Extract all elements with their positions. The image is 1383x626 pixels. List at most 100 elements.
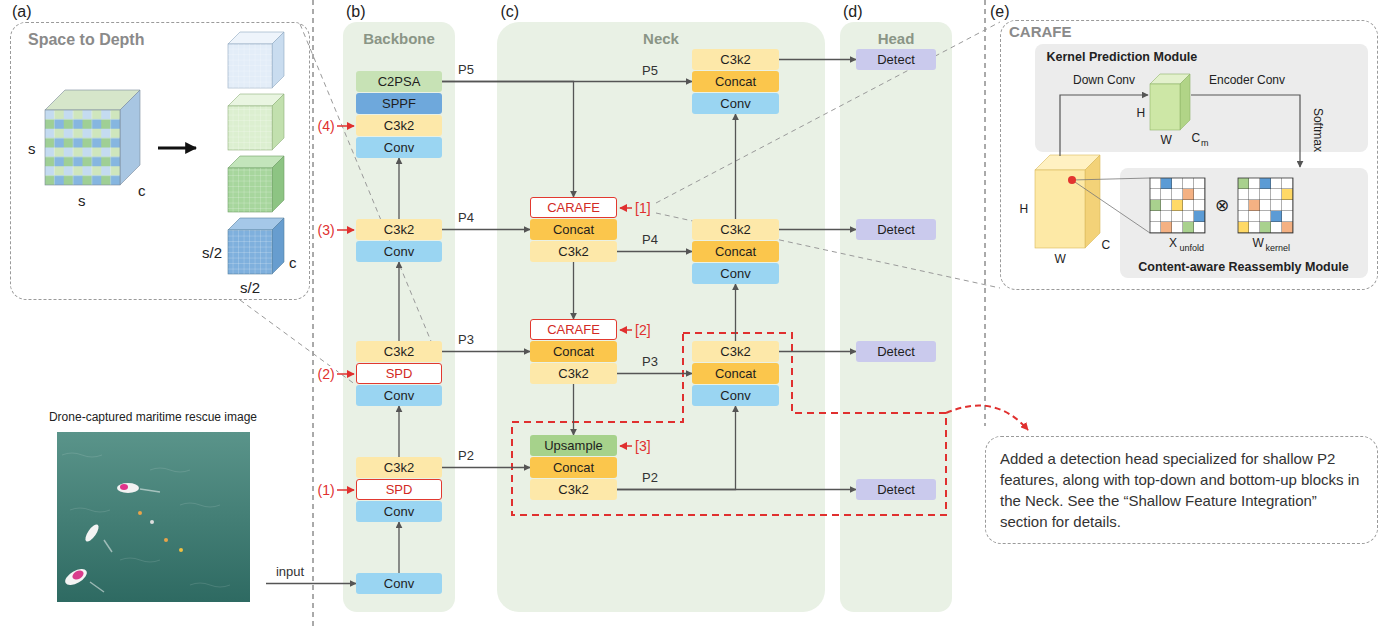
unfold-grid [1150, 178, 1205, 233]
c3k2-block: C3k2 [530, 479, 617, 500]
cube-grid [228, 106, 272, 150]
c3k2-block: C3k2 [692, 219, 779, 240]
flow-arrow [779, 59, 856, 60]
conv-block: Conv [356, 385, 442, 406]
boat [83, 523, 101, 544]
c3k2-block: C3k2 [356, 341, 442, 362]
cube-face [272, 156, 284, 212]
conv-block: Conv [692, 263, 779, 284]
callout-arrow [337, 126, 632, 490]
flow-arrow [398, 262, 399, 341]
conv-block: Conv [356, 501, 442, 522]
cube-face [1085, 155, 1100, 248]
stage-band: BackboneConvConvSPDC3k2ConvSPDC3k2ConvC3… [343, 22, 455, 612]
panel-letter: (d) [843, 3, 863, 21]
node-label: Conv [384, 244, 414, 259]
cube-grid [228, 44, 272, 88]
annotation-label: H [1020, 203, 1029, 217]
detect-head: Detect [856, 219, 936, 240]
highlighted-module: CARAFE [530, 197, 617, 218]
node-label: C3k2 [558, 482, 588, 497]
panel-letter: (b) [346, 3, 366, 21]
edge-label: P3 [642, 355, 658, 370]
boat [71, 569, 85, 582]
node-label: Neck [497, 22, 825, 47]
node-label: C3k2 [384, 344, 414, 359]
callout-arrow [620, 445, 632, 447]
callout-arrow [620, 207, 632, 209]
conv-block: Conv [692, 385, 779, 406]
node-label: CARAFE [1001, 21, 1377, 40]
highlighted-module: SPD [356, 479, 442, 500]
conv-block: Conv [356, 137, 442, 158]
cube-grid [228, 168, 272, 212]
node-label: Detect [877, 344, 915, 359]
callout-arrow [620, 329, 632, 331]
cube-face [228, 168, 272, 212]
module-background [1120, 168, 1368, 278]
node-label: Kernel Prediction Module [1035, 44, 1368, 64]
flow-arrow [779, 229, 856, 230]
panel-separator [985, 0, 986, 426]
edge-label: P5 [642, 64, 658, 79]
annotation-label: H [1137, 107, 1146, 121]
swimmer [179, 548, 183, 552]
flow-arrow [442, 467, 530, 468]
annotation-label: Down Conv [1073, 74, 1135, 88]
annotation-label: C [1192, 132, 1201, 146]
node-label: C3k2 [384, 222, 414, 237]
swimmer [138, 511, 142, 515]
kernel-grid [1238, 178, 1293, 233]
flow-arrow [266, 583, 356, 584]
c3k2-block: C3k2 [356, 115, 442, 136]
callout-number: (1) [317, 482, 336, 498]
annotation-label: X [1169, 237, 1177, 251]
leader-line [656, 22, 1000, 203]
c3k2-block: C3k2 [692, 49, 779, 70]
annotation-label: Encoder Conv [1209, 74, 1285, 88]
node-label: Head [840, 22, 952, 47]
callout-arrow [337, 373, 354, 375]
operator-symbol: ⊗ [1215, 196, 1229, 216]
concat-block: Concat [692, 363, 779, 384]
band-background [343, 22, 952, 612]
flow-arrow [779, 351, 856, 352]
flow-arrow [573, 384, 574, 435]
node-label: CARAFE [547, 322, 600, 337]
annotation-label: W [1161, 134, 1172, 148]
boat-wake [90, 489, 160, 592]
flow-arrow [398, 158, 399, 219]
callout-arrow [337, 125, 354, 127]
callout-number: [3] [635, 438, 651, 454]
node-label: CARAFE [547, 200, 600, 215]
detect-head: Detect [856, 479, 936, 500]
upsample-block: Upsample [530, 435, 617, 456]
kernel-grid [1238, 178, 1293, 233]
dimension-label: s [28, 140, 36, 157]
dimension-label: s/2 [202, 244, 222, 261]
node-label: SPPF [382, 96, 416, 111]
node-label: Detect [877, 482, 915, 497]
wave [62, 453, 230, 587]
conv-block: Conv [356, 241, 442, 262]
concat-block: Concat [530, 219, 617, 240]
node-label: SPD [386, 482, 413, 497]
node-label: Conv [720, 96, 750, 111]
node-label: Upsample [544, 438, 603, 453]
node-label: C3k2 [720, 344, 750, 359]
callout-number: (4) [317, 118, 336, 134]
node-label: Detect [877, 52, 915, 67]
c3k2-block: C3k2 [356, 457, 442, 478]
c3k2-block: C3k2 [692, 341, 779, 362]
flow-line [1060, 95, 1148, 156]
sppf-block: SPPF [356, 93, 442, 114]
module-background [1035, 44, 1368, 152]
cube-face [272, 32, 284, 88]
node-label: Concat [715, 74, 756, 89]
flow-arrow [398, 406, 399, 457]
edge-label: P4 [458, 211, 474, 226]
cube-face [1150, 84, 1180, 130]
node-label: Content-aware Reassembly Module [1138, 260, 1348, 278]
dimension-label: s/2 [240, 279, 260, 296]
stage-band: HeadDetectDetectDetectDetect [840, 22, 952, 612]
